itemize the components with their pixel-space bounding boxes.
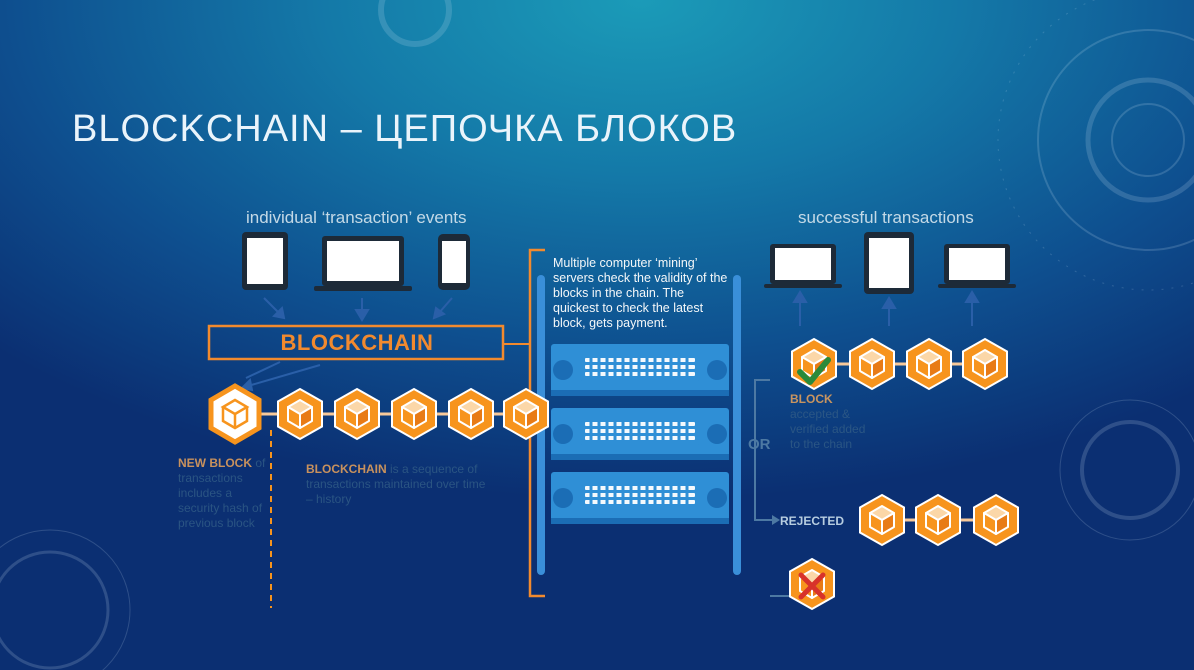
smartphone-icon [438, 234, 470, 290]
server-icon [549, 470, 731, 526]
chain-block-icon [915, 494, 961, 546]
tablet-icon [242, 232, 288, 290]
reject-x-icon [798, 572, 826, 600]
output-caption: successful transactions [798, 208, 974, 227]
slide-title: BLOCKCHAIN – ЦЕПОЧКА БЛОКОВ [72, 108, 738, 150]
tablet-icon [864, 232, 914, 294]
chain-block-icon [277, 388, 323, 440]
accepted-block-note-bold: BLOCK [790, 392, 833, 406]
new-block-note-text: of transactions includes a security hash… [178, 456, 266, 530]
mining-note: Multiple computer ‘mining’ servers check… [553, 256, 728, 330]
input-arrows [239, 297, 453, 392]
or-branch-lines [754, 379, 790, 597]
chain-note-bold: BLOCKCHAIN [306, 462, 387, 476]
chain-block-icon [906, 338, 952, 390]
rejected-label: REJECTED [780, 514, 845, 528]
checkmark-icon [797, 357, 831, 385]
chain-block-icon [334, 388, 380, 440]
new-block-note: NEW BLOCK of transactions includes a sec… [178, 456, 266, 531]
output-arrows [792, 290, 980, 326]
accepted-block-note: BLOCK accepted & verified added to the c… [790, 392, 870, 452]
input-caption: individual ‘transaction’ events [246, 208, 467, 227]
new-block-note-bold: NEW BLOCK [178, 456, 252, 470]
chain-block-icon [448, 388, 494, 440]
blockchain-banner [207, 324, 505, 361]
chain-block-icon [849, 338, 895, 390]
server-icon [549, 342, 731, 398]
chain-note-text: is a sequence of transactions maintained… [306, 462, 486, 506]
server-rack-rail-right [733, 275, 741, 575]
laptop-icon [314, 236, 412, 291]
chain-block-icon [973, 494, 1019, 546]
chain-note: BLOCKCHAIN is a sequence of transactions… [306, 462, 492, 507]
blockchain-banner-label: BLOCKCHAIN [280, 330, 434, 355]
laptop-icon [764, 244, 842, 288]
laptop-icon [938, 244, 1016, 288]
chain-block-icon [859, 494, 905, 546]
accepted-block-note-text: accepted & verified added to the chain [790, 407, 866, 451]
or-label: OR [748, 436, 771, 453]
server-icon [549, 406, 731, 462]
chain-block-icon [391, 388, 437, 440]
chain-block-icon [962, 338, 1008, 390]
new-block-icon [208, 383, 262, 445]
